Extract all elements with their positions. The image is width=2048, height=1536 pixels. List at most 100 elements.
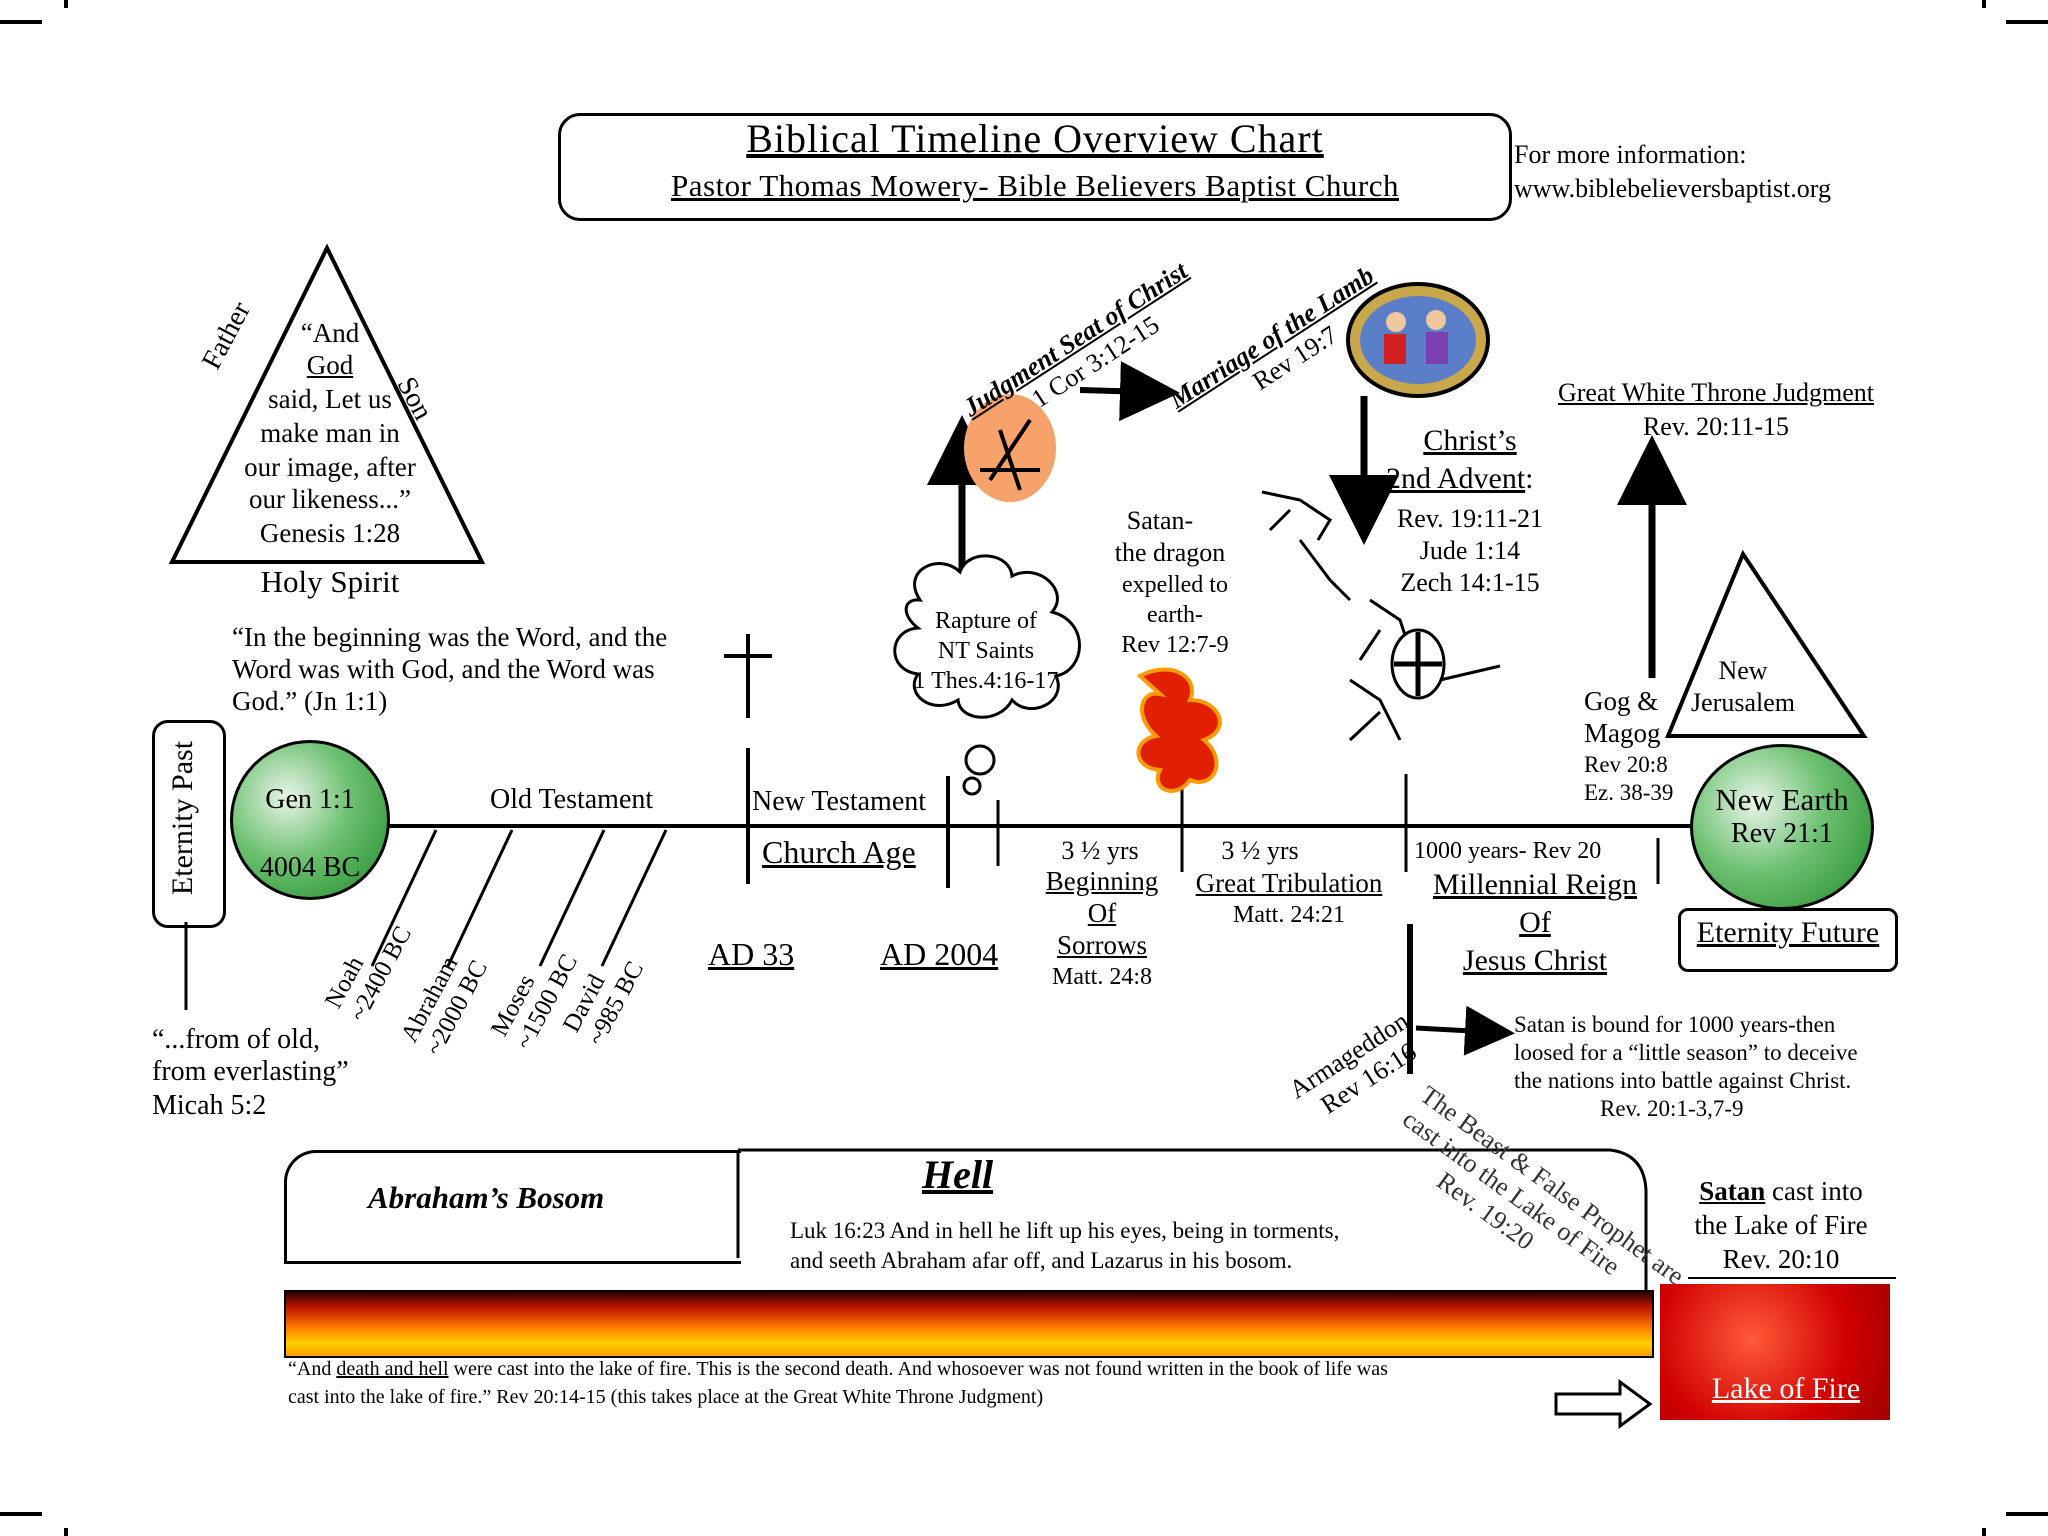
new-earth-1: New Earth	[1715, 782, 1849, 817]
sorrows-3: Sorrows	[1056, 930, 1147, 960]
gog-1: Gog &	[1584, 686, 1659, 716]
john-quote-1: “In the beginning was the Word, and the	[232, 622, 668, 652]
advent-2-line: 2nd Advent:	[1386, 462, 1534, 497]
title-box	[558, 113, 1512, 221]
sorrows-years: 3 ½ yrs	[1061, 836, 1139, 865]
trinity-reference: Genesis 1:28	[259, 518, 401, 548]
holy-spirit-label: Holy Spirit	[260, 564, 400, 599]
dragon-picture	[1136, 667, 1222, 793]
lake-arrow	[1554, 1379, 1653, 1429]
creation-circle	[230, 740, 390, 900]
eternity-future-box	[1678, 908, 1898, 972]
lake-of-fire-label: Lake of Fire	[1711, 1372, 1861, 1405]
eternity-past-label: Eternity Past	[166, 740, 199, 896]
gog-2: Magog	[1584, 718, 1661, 748]
millennium-years: 1000 years- Rev 20	[1414, 838, 1602, 864]
new-jerusalem-triangle	[1665, 549, 1868, 738]
trinity-quote-6: our likeness...”	[249, 484, 411, 514]
micah-1: “...from of old,	[152, 1024, 320, 1055]
marriage-picture	[1346, 282, 1490, 398]
sorrows-2: Of	[1087, 898, 1117, 928]
new-earth-circle	[1690, 744, 1874, 910]
rapture-1: Rapture of	[935, 608, 1037, 634]
bottom-quote-2: cast into the lake of fire.” Rev 20:14-1…	[288, 1386, 1044, 1408]
eternity-past-box	[152, 720, 226, 928]
bottom-quote-1: “And death and hell were cast into the l…	[288, 1358, 1388, 1381]
gog-4: Ez. 38-39	[1584, 780, 1674, 805]
old-testament-label: Old Testament	[490, 784, 654, 815]
chart-title: Biblical Timeline Overview Chart	[746, 116, 1324, 161]
sorrows-ref: Matt. 24:8	[1052, 964, 1152, 990]
gog-3: Rev 20:8	[1584, 752, 1668, 777]
bq-b: death and hell	[336, 1358, 449, 1380]
rapture-cloud	[893, 554, 1081, 719]
millennium-1: Millennial Reign	[1432, 868, 1638, 901]
satan-lake-2: the Lake of Fire	[1694, 1210, 1868, 1240]
bq-a: “And	[288, 1358, 337, 1380]
hell-title: Hell	[922, 1152, 994, 1197]
ad33-label: AD 33	[708, 936, 795, 972]
satan-1: Satan-	[1126, 506, 1194, 535]
satan-lake-rest: cast into	[1765, 1176, 1863, 1206]
advent-ref-2: Jude 1:14	[1419, 536, 1521, 565]
satan-bound-3: the nations into battle against Christ.	[1514, 1068, 1852, 1093]
abrahams-bosom-label: Abraham’s Bosom	[368, 1180, 605, 1215]
eternity-future-label: Eternity Future	[1696, 916, 1880, 949]
advent-ref-3: Zech 14:1-15	[1400, 568, 1540, 597]
micah-3: Micah 5:2	[152, 1090, 267, 1121]
bq-c: were cast into the lake of fire. This is…	[448, 1358, 1388, 1380]
trinity-quote-1: “And	[300, 318, 360, 348]
creation-year: 4004 BC	[259, 852, 361, 883]
advent-colon: :	[1525, 462, 1534, 495]
hell-verse-1: Luk 16:23 And in hell he lift up his eye…	[790, 1218, 1340, 1243]
satan-bound-4: Rev. 20:1-3,7-9	[1600, 1096, 1744, 1121]
sorrows-1: Beginning	[1045, 866, 1159, 896]
rapture-2: NT Saints	[937, 638, 1035, 664]
satan-bound-2: loosed for a “little season” to deceive	[1514, 1040, 1858, 1065]
bema-fire-icon	[964, 394, 1056, 502]
john-quote-2: Word was with God, and the Word was	[232, 654, 655, 684]
chart-subtitle: Pastor Thomas Mowery- Bible Believers Ba…	[671, 168, 1399, 203]
new-earth-2: Rev 21:1	[1731, 818, 1833, 849]
advent-1: Christ’s	[1423, 424, 1517, 457]
trinity-quote-5: our image, after	[244, 452, 416, 482]
website-link[interactable]: www.biblebelieversbaptist.org	[1514, 174, 1831, 203]
tribulation-years: 3 ½ yrs	[1221, 836, 1299, 865]
satan-bound-1: Satan is bound for 1000 years-then	[1514, 1012, 1836, 1037]
white-throne-title: Great White Throne Judgment	[1557, 378, 1874, 407]
trinity-quote-2: God	[306, 350, 354, 380]
advent-2: 2nd Advent	[1386, 462, 1526, 495]
new-jerusalem-2: Jerusalem	[1691, 688, 1795, 717]
hell-fire-strip	[284, 1290, 1654, 1358]
abrahams-bosom-box	[284, 1150, 741, 1264]
satan-lake-1: Satan cast into	[1666, 1176, 1896, 1207]
satan-lake-3: Rev. 20:10	[1722, 1244, 1840, 1274]
satan-2: the dragon	[1114, 538, 1226, 567]
hell-outline	[738, 1148, 1648, 1290]
millennium-3: Jesus Christ	[1462, 944, 1608, 977]
millennium-2: Of	[1519, 906, 1551, 939]
micah-2: from everlasting”	[152, 1056, 349, 1087]
trinity-quote-4: make man in	[260, 418, 400, 448]
gen-label: Gen 1:1	[265, 784, 355, 815]
info-label: For more information:	[1514, 140, 1747, 169]
lake-of-fire-picture	[1660, 1284, 1890, 1420]
tribulation-ref: Matt. 24:21	[1233, 902, 1345, 928]
horsemen-picture	[1261, 490, 1501, 742]
new-jerusalem-1: New	[1718, 656, 1768, 685]
trinity-quote-3: said, Let us	[268, 384, 392, 414]
hell-verse-2: and seeth Abraham afar off, and Lazarus …	[790, 1248, 1293, 1273]
rapture-3: 1 Thes.4:16-17	[913, 668, 1059, 694]
satan-3: expelled to	[1122, 572, 1228, 598]
satan-5: Rev 12:7-9	[1121, 632, 1229, 658]
john-quote-3: God.” (Jn 1:1)	[232, 686, 388, 716]
satan-lake-name: Satan	[1699, 1176, 1766, 1206]
church-age-label: Church Age	[762, 834, 916, 870]
trinity-triangle	[168, 243, 486, 564]
ad2004-label: AD 2004	[880, 936, 999, 972]
white-throne-ref: Rev. 20:11-15	[1642, 412, 1790, 441]
tribulation-title: Great Tribulation	[1195, 868, 1383, 898]
advent-ref-1: Rev. 19:11-21	[1396, 504, 1544, 533]
new-testament-label: New Testament	[752, 786, 927, 817]
